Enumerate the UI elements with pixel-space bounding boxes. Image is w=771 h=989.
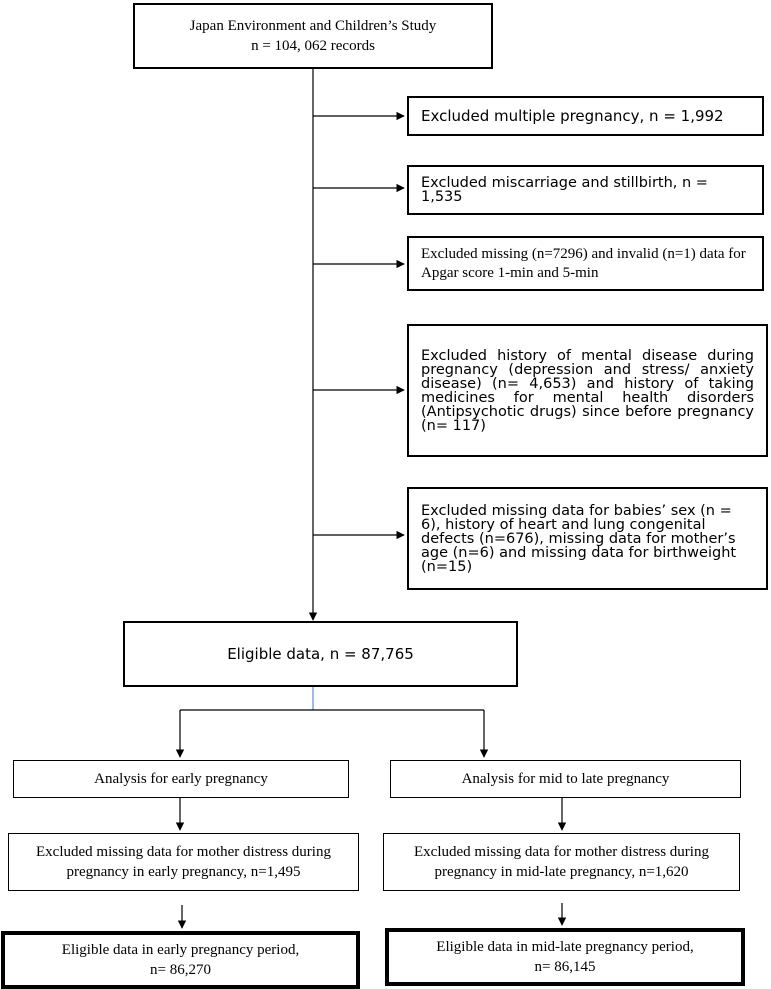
source-count: n = 104, 062 records	[251, 38, 375, 54]
source-box: Japan Environment and Children’s Study n…	[133, 3, 493, 69]
exclusion-box-3: Excluded missing (n=7296) and invalid (n…	[407, 236, 764, 291]
midlate-excluded-box: Excluded missing data for mother distres…	[383, 833, 740, 891]
source-title: Japan Environment and Children’s Study	[189, 18, 437, 34]
midlate-analysis-box: Analysis for mid to late pregnancy	[390, 760, 741, 798]
early-final-box: Eligible data in early pregnancy period,…	[1, 931, 360, 989]
eligible-box: Eligible data, n = 87,765	[123, 621, 518, 687]
early-excluded-line2: pregnancy in early pregnancy, n=1,495	[66, 864, 301, 880]
exclusion-text-5: Excluded missing data for babies’ sex (n…	[421, 502, 737, 575]
exclusion-text-2: Excluded miscarriage and stillbirth, n =…	[421, 175, 708, 205]
exclusion-text-1: Excluded multiple pregnancy, n = 1,992	[421, 106, 724, 125]
exclusion-box-4: Excluded history of mental disease durin…	[407, 324, 768, 457]
early-analysis-box: Analysis for early pregnancy	[13, 760, 349, 798]
exclusion-box-5: Excluded missing data for babies’ sex (n…	[407, 487, 768, 590]
early-final-line2: n= 86,270	[150, 962, 211, 978]
exclusion-box-1: Excluded multiple pregnancy, n = 1,992	[407, 96, 764, 136]
early-excluded-line1: Excluded missing data for mother distres…	[36, 844, 331, 860]
early-analysis-text: Analysis for early pregnancy	[94, 770, 268, 787]
exclusion-box-2: Excluded miscarriage and stillbirth, n =…	[407, 165, 764, 215]
midlate-analysis-text: Analysis for mid to late pregnancy	[461, 770, 670, 787]
early-excluded-box: Excluded missing data for mother distres…	[8, 833, 359, 891]
midlate-excluded-line2: pregnancy in mid-late pregnancy, n=1,620	[434, 864, 689, 880]
midlate-final-box: Eligible data in mid-late pregnancy peri…	[385, 928, 745, 986]
exclusion-text-3: Excluded missing (n=7296) and invalid (n…	[421, 245, 746, 281]
midlate-final-line2: n= 86,145	[534, 959, 596, 975]
early-final-line1: Eligible data in early pregnancy period,	[61, 942, 300, 958]
exclusion-text-4: Excluded history of mental disease durin…	[421, 347, 754, 434]
midlate-final-line1: Eligible data in mid-late pregnancy peri…	[436, 939, 694, 955]
midlate-excluded-line1: Excluded missing data for mother distres…	[414, 844, 709, 860]
eligible-text: Eligible data, n = 87,765	[227, 645, 414, 663]
